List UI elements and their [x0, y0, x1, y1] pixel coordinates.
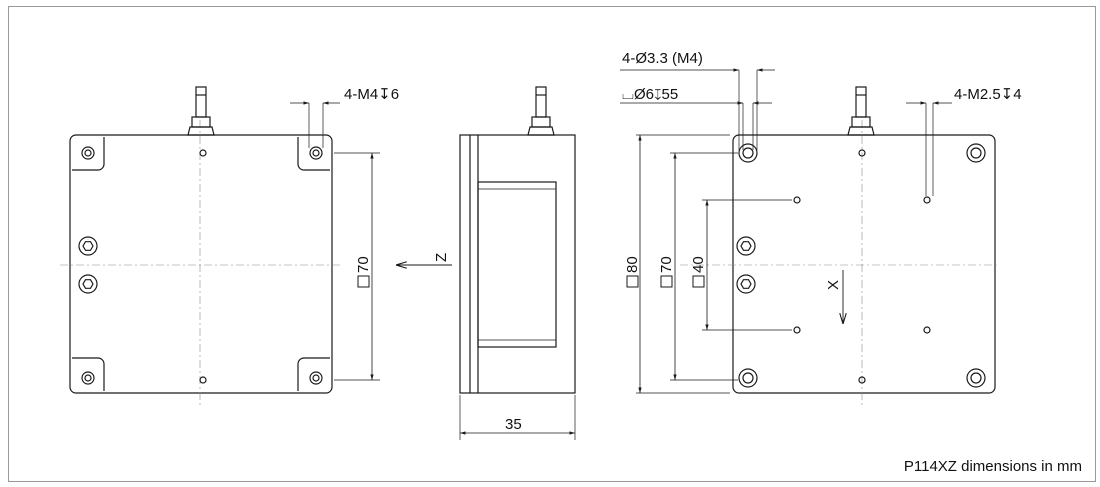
z-axis-label: Z: [433, 253, 450, 262]
left-housing: [69, 134, 333, 394]
left-view: [60, 86, 380, 405]
right-cable-connector: [847, 86, 875, 136]
right-outer-dim: 80: [624, 256, 641, 273]
right-mid-dim: 70: [658, 256, 675, 273]
counterbore-hole: [738, 368, 758, 388]
x-axis-label: X: [825, 280, 842, 290]
thread-hole: [199, 376, 207, 384]
side-cable-connector: [527, 86, 555, 136]
corner-notch: [72, 357, 105, 391]
hex-screw: [736, 274, 756, 294]
counterbore-hole: [966, 368, 986, 388]
corner-notch: [72, 137, 105, 171]
thread-hole: [793, 196, 801, 204]
corner-screw: [309, 371, 323, 385]
thread-hole: [858, 376, 866, 384]
side-window: [477, 181, 557, 348]
right-thread-callout: 4-M2.5↧4: [954, 86, 1022, 103]
thread-hole: [923, 196, 931, 204]
corner-notch: [297, 357, 330, 391]
drawing-caption: P114XZ dimensions in mm: [903, 458, 1082, 475]
thread-hole: [199, 149, 207, 157]
side-width-dim: 35: [505, 416, 522, 433]
hex-screw: [736, 236, 756, 256]
right-counterbore-callout: ⌴Ø6↧55: [622, 86, 678, 103]
corner-screw: [81, 146, 95, 160]
thread-hole: [923, 326, 931, 334]
side-view: [396, 86, 576, 440]
right-inner-dim: 40: [690, 256, 707, 273]
hex-screw: [78, 236, 98, 256]
side-housing: [459, 134, 576, 394]
left-thread-callout: 4-M4↧6: [344, 86, 399, 103]
thread-hole: [858, 149, 866, 157]
corner-notch: [297, 137, 330, 171]
right-housing: [732, 134, 996, 394]
right-view: [620, 68, 1000, 405]
cable-connector: [187, 86, 215, 136]
corner-screw: [309, 146, 323, 160]
right-hole-callout: 4-Ø3.3 (M4): [622, 50, 703, 67]
hex-screw: [78, 274, 98, 294]
drawing-frame: [8, 6, 1096, 482]
corner-screw: [81, 371, 95, 385]
left-square-dim: 70: [355, 256, 372, 273]
thread-hole: [793, 326, 801, 334]
counterbore-hole: [966, 143, 986, 163]
counterbore-hole: [738, 143, 758, 163]
